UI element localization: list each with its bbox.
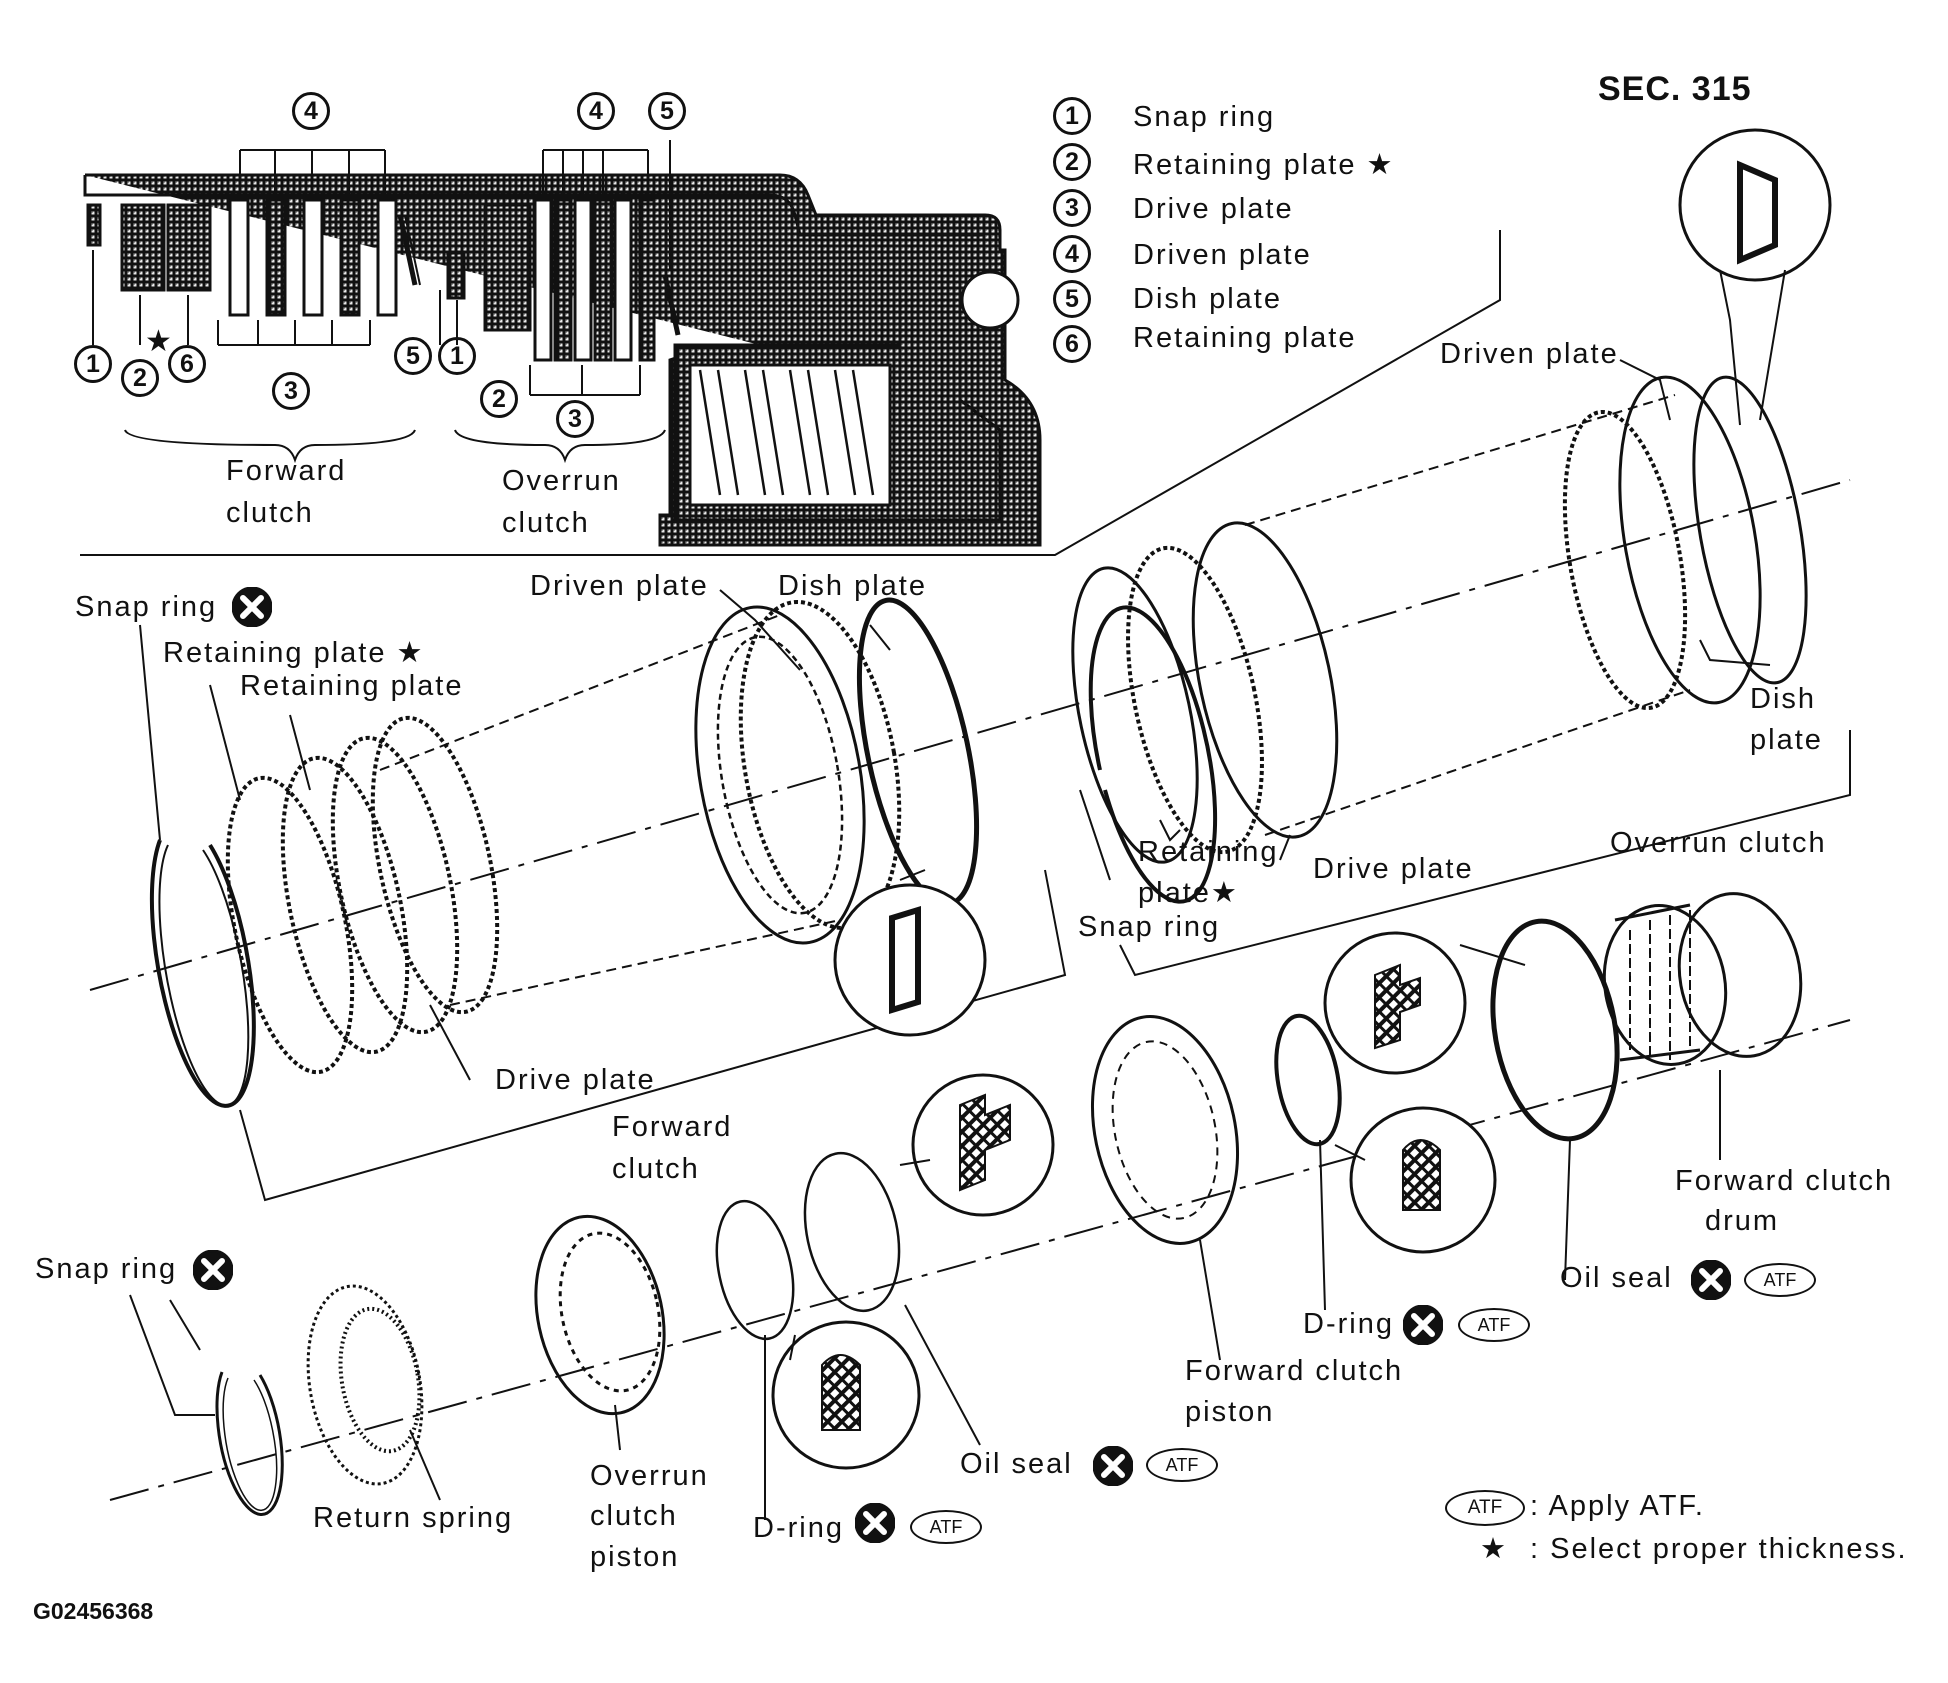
oil-seal-1-part (803, 1151, 901, 1313)
legend-label-5: Dish plate (1133, 283, 1282, 315)
lower-exploded-row (109, 892, 1851, 1520)
inset-callout-3a: 3 (272, 372, 310, 410)
inset-callout-5b: 5 (394, 337, 432, 375)
inset-callout-5a: 5 (648, 92, 686, 130)
label-forward-clutch-2: clutch (612, 1153, 700, 1185)
inset-callout-3b: 3 (556, 400, 594, 438)
legend-num-4: 4 (1053, 235, 1091, 273)
label-d-ring-1: D-ring (753, 1512, 844, 1544)
forward-clutch-drum-part (1602, 892, 1803, 1066)
dish-plate-detail-2 (1678, 128, 1832, 282)
inset-star: ★ (145, 325, 174, 358)
d-ring-1-part (715, 1199, 795, 1341)
legend-label-6: Retaining plate (1133, 322, 1357, 354)
retaining-plate-star-part (225, 775, 355, 1075)
star-icon: ★ (1480, 1533, 1508, 1565)
x-circle-icon (856, 1504, 894, 1542)
note-atf-text: : Apply ATF. (1530, 1490, 1705, 1522)
note-atf-symbol: ATF (1445, 1490, 1525, 1526)
return-spring-part (306, 1284, 424, 1486)
legend-label-3: Drive plate (1133, 193, 1294, 225)
section-number: SEC. 315 (1598, 70, 1752, 108)
overrun-clutch-piston-part (534, 1214, 666, 1416)
label-d-ring-2: D-ring (1303, 1308, 1394, 1340)
legend-label-4: Driven plate (1133, 239, 1312, 271)
label-drive-plate-2: Drive plate (1313, 853, 1474, 885)
inset-callout-2a: 2 (121, 359, 159, 397)
label-forward-piston-2: piston (1185, 1396, 1275, 1428)
legend-label-1: Snap ring (1133, 101, 1276, 133)
atf-oval-icon: ATF (1744, 1263, 1816, 1297)
label-snap-ring-2: Snap ring (1078, 911, 1221, 943)
label-forward-clutch-1: Forward (612, 1111, 733, 1143)
x-circle-icon (233, 588, 271, 626)
inset-callout-4b: 4 (577, 92, 615, 130)
x-circle-icon (1692, 1261, 1730, 1299)
legend-num-5: 5 (1053, 280, 1091, 318)
label-return-spring: Return spring (313, 1502, 514, 1534)
x-circle-icon (194, 1251, 232, 1289)
label-drive-plate-1: Drive plate (495, 1064, 656, 1096)
label-retaining-plate-star: Retaining plate ★ (163, 637, 425, 669)
label-snap-ring-3: Snap ring (35, 1253, 178, 1285)
inset-springs (698, 369, 875, 496)
label-snap-ring-1: Snap ring (75, 591, 218, 623)
label-retaining-plate-2b: plate★ (1138, 877, 1239, 909)
snap-ring-3 (215, 1371, 284, 1516)
label-driven-plate-1: Driven plate (530, 570, 709, 602)
forward-clutch-piston-part (1090, 1015, 1240, 1245)
x-circle-icon (1404, 1306, 1442, 1344)
atf-oval-icon: ATF (1458, 1308, 1530, 1342)
label-dish-plate-2b: plate (1750, 724, 1823, 756)
atf-oval-icon: ATF (910, 1510, 982, 1544)
legend-label-2: Retaining plate ★ (1133, 149, 1395, 181)
figure-id: G02456368 (33, 1598, 154, 1624)
legend-num-6: 6 (1053, 325, 1091, 363)
atf-oval-icon: ATF (1146, 1448, 1218, 1482)
label-retaining-plate: Retaining plate (240, 670, 464, 702)
inset-callout-1a: 1 (74, 345, 112, 383)
upper-exploded-row (89, 128, 1851, 1202)
inset-cross-section (80, 140, 1501, 556)
inset-callout-2b: 2 (480, 380, 518, 418)
label-dish-plate-2a: Dish (1750, 683, 1817, 715)
inset-forward-clutch: Forward clutch (226, 455, 347, 529)
inset-callout-6: 6 (168, 345, 206, 383)
inset-overrun-clutch: Overrun clutch (502, 465, 621, 539)
note-thickness-text: : Select proper thickness. (1530, 1533, 1908, 1565)
label-overrun-piston-2: clutch (590, 1500, 678, 1532)
x-circle-icon (1094, 1447, 1132, 1485)
inset-callout-4a: 4 (292, 92, 330, 130)
label-overrun-piston-1: Overrun (590, 1460, 709, 1492)
label-oil-seal-1: Oil seal (960, 1448, 1073, 1480)
label-retaining-plate-2a: Retaining (1138, 836, 1279, 868)
label-overrun-piston-3: piston (590, 1541, 680, 1573)
legend-num-2: 2 (1053, 143, 1091, 181)
snap-ring-1 (149, 839, 256, 1108)
label-forward-drum-1: Forward clutch (1675, 1165, 1894, 1197)
inset-callout-1b: 1 (438, 337, 476, 375)
label-forward-drum-2: drum (1705, 1205, 1780, 1237)
label-dish-plate-1: Dish plate (778, 570, 927, 602)
label-oil-seal-2: Oil seal (1560, 1262, 1673, 1294)
label-driven-plate-2: Driven plate (1440, 338, 1619, 370)
legend-num-3: 3 (1053, 189, 1091, 227)
label-forward-piston-1: Forward clutch (1185, 1355, 1404, 1387)
label-overrun-clutch: Overrun clutch (1610, 827, 1827, 859)
legend-num-1: 1 (1053, 97, 1091, 135)
